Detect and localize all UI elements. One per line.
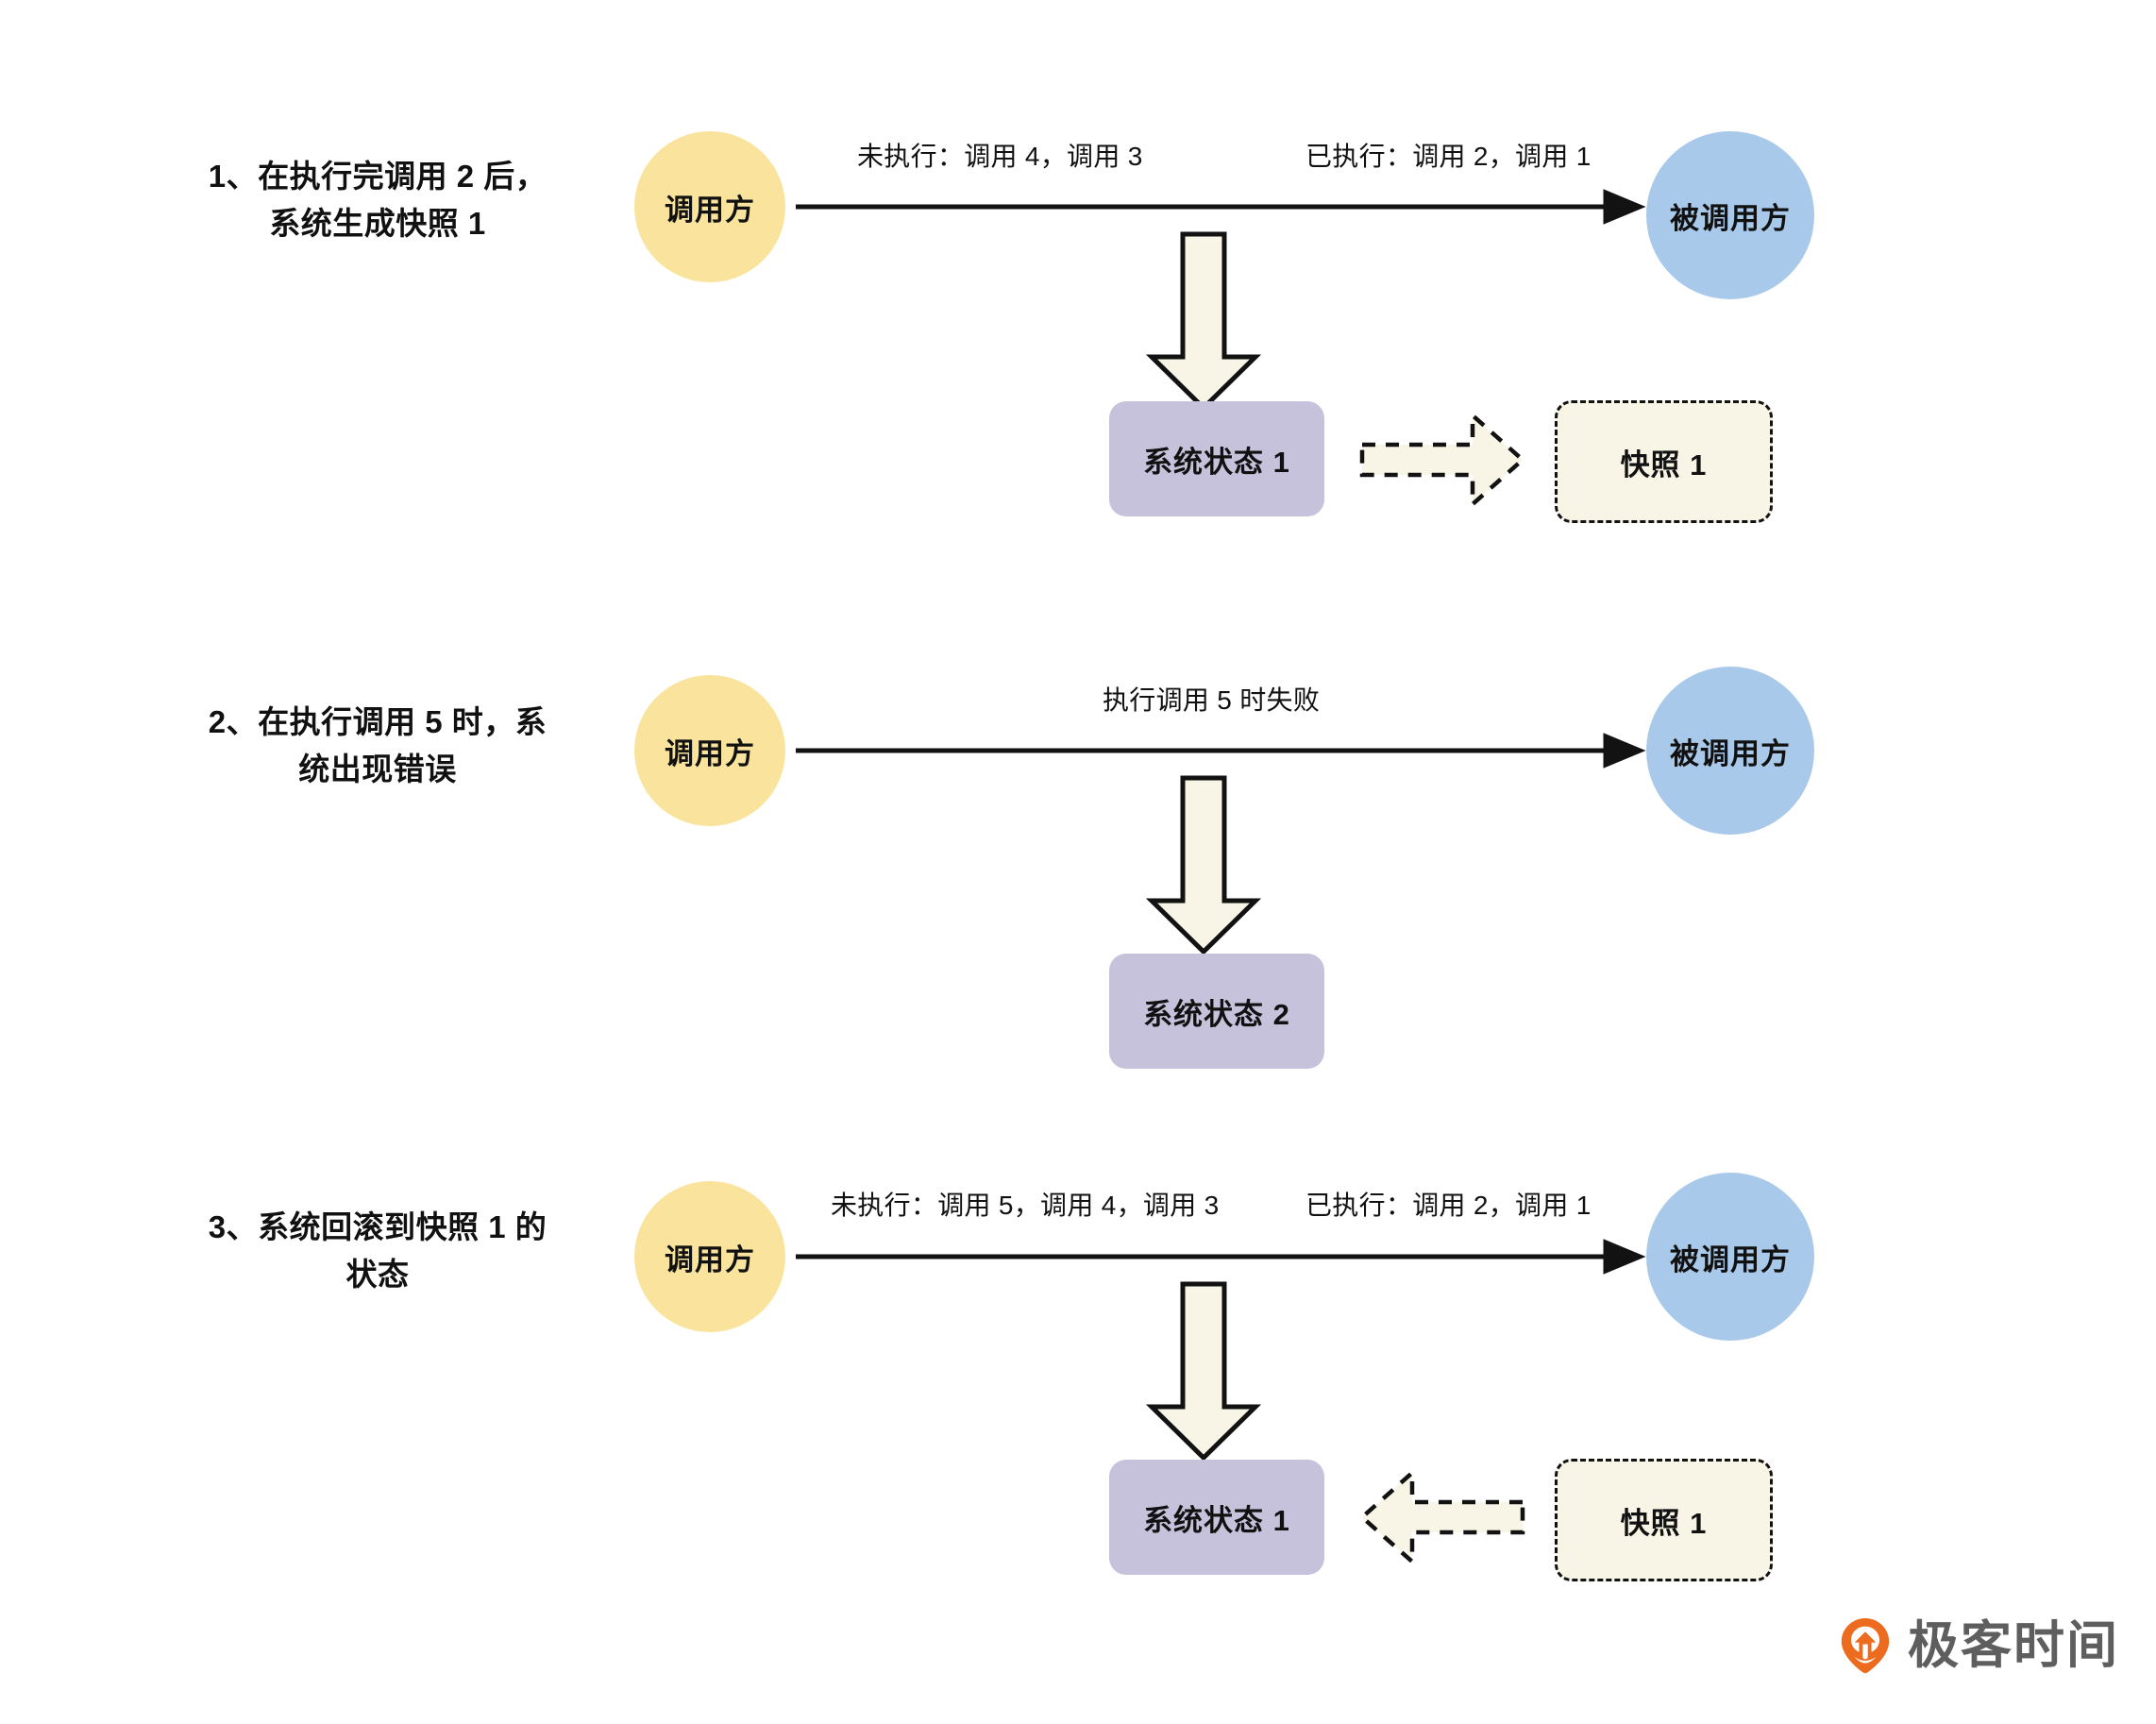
step-caption-2: 2、在执行调用 5 时，系 统出现错误 <box>208 704 547 786</box>
snapshot-box-step-1: 快照 1 <box>1555 400 1773 523</box>
caller-circle-step-3: 调用方 <box>634 1181 785 1332</box>
callee-circle-step-1: 被调用方 <box>1646 131 1814 299</box>
state-box-step-2: 系统状态 2 <box>1109 954 1324 1069</box>
block-down-arrow-step-1 <box>1145 231 1262 412</box>
snapshot-box-step-3: 快照 1 <box>1555 1459 1773 1581</box>
geekbang-logo-text: 极客时间 <box>1908 1617 2119 1674</box>
caller-circle-step-1: 调用方 <box>634 131 785 282</box>
state-box-step-3: 系统状态 1 <box>1109 1460 1324 1575</box>
step-caption-3: 3、系统回滚到快照 1 的 状态 <box>208 1209 547 1292</box>
dashed-block-arrow-left-step-3 <box>1358 1467 1525 1567</box>
edge-label-unexecuted-step-3: 未执行：调用 5，调用 4，调用 3 <box>831 1191 1220 1220</box>
step-caption-1: 1、在执行完调用 2 后， 系统生成快照 1 <box>208 159 547 241</box>
callee-circle-step-2: 被调用方 <box>1646 667 1814 835</box>
callee-circle-step-3: 被调用方 <box>1646 1173 1814 1341</box>
edge-label-executed-step-3: 已执行：调用 2，调用 1 <box>1305 1191 1592 1220</box>
geekbang-logo: 极客时间 <box>1836 1616 2119 1675</box>
dashed-block-arrow-right-step-1 <box>1359 410 1526 510</box>
edge-label-failure-step-2: 执行调用 5 时失败 <box>1103 685 1321 715</box>
block-down-arrow-step-2 <box>1145 775 1262 955</box>
caller-circle-step-2: 调用方 <box>634 675 785 826</box>
edge-label-executed-step-1: 已执行：调用 2，调用 1 <box>1305 142 1592 171</box>
geekbang-pin-icon <box>1841 1617 1890 1674</box>
block-down-arrow-step-3 <box>1145 1281 1262 1462</box>
edge-label-unexecuted-step-1: 未执行：调用 4，调用 3 <box>857 142 1143 171</box>
state-box-step-1: 系统状态 1 <box>1109 401 1324 516</box>
